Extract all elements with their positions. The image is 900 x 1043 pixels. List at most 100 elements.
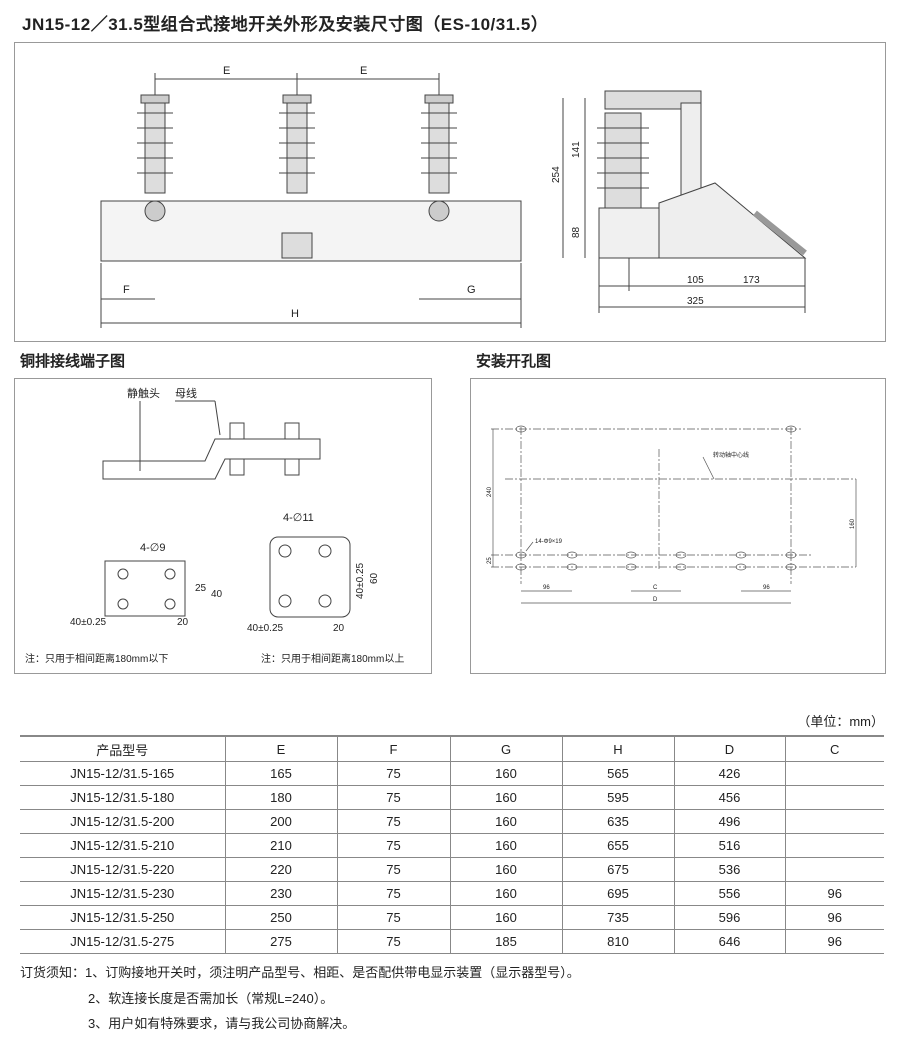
table-cell: JN15-12/31.5-220 [20,857,226,882]
table-cell: 180 [225,785,338,810]
table-cell: 536 [674,857,786,882]
left-dim-25: 25 [195,583,207,594]
dim-f: F [123,284,130,296]
left-dim-20: 20 [177,617,189,628]
table-cell: 735 [562,905,675,930]
table-cell: 75 [337,785,451,810]
table-cell: 496 [674,809,786,834]
table-cell: 595 [562,785,675,810]
table-cell: 565 [562,761,675,786]
table-cell: 695 [562,881,675,906]
table-cell: 160 [450,905,563,930]
header-c: C [785,735,884,762]
dim-173: 173 [743,275,760,286]
right-dim-20: 20 [333,623,345,634]
table-cell: 675 [562,857,675,882]
table-cell: 75 [337,929,451,954]
table-cell: 250 [225,905,338,930]
table-cell: JN15-12/31.5-250 [20,905,226,930]
left-dim-40: 40 [211,589,223,600]
right-dim-40-025-v: 40±0.25 [355,562,366,599]
outline-drawing-panel: E E F G H 141 254 88 105 173 325 [14,42,886,342]
terminal-heading: 铜排接线端子图 [20,353,126,370]
dim-240: 240 [487,486,493,497]
table-cell: 456 [674,785,786,810]
header-f: F [337,735,451,762]
table-cell: 75 [337,833,451,858]
order-note-1: 订货须知：1、订购接地开关时，须注明产品型号、相距、是否配供带电显示装置（显示器… [20,965,580,980]
table-cell: JN15-12/31.5-275 [20,929,226,954]
page-title: JN15-12／31.5型组合式接地开关外形及安装尺寸图（ES-10/31.5） [22,15,549,34]
table-cell: 275 [225,929,338,954]
dim-c: C [653,585,658,591]
table-cell: 75 [337,881,451,906]
dim-141: 141 [571,141,582,158]
table-cell: 185 [450,929,563,954]
table-cell: 96 [785,929,884,954]
dim-254: 254 [551,166,562,183]
table-cell: 160 [450,833,563,858]
table-cell: 596 [674,905,786,930]
table-cell: 75 [337,809,451,834]
left-holes-label: 4-∅9 [140,542,165,554]
table-cell: JN15-12/31.5-210 [20,833,226,858]
outline-drawing: E E F G H 141 254 88 105 173 325 [100,65,807,328]
table-cell: 516 [674,833,786,858]
left-dim-40-025: 40±0.25 [70,617,107,628]
table-cell: JN15-12/31.5-200 [20,809,226,834]
table-cell: JN15-12/31.5-230 [20,881,226,906]
unit-label: （单位：mm） [797,714,884,729]
table-cell: 160 [450,881,563,906]
table-cell: 160 [450,785,563,810]
table-cell [785,785,884,810]
label-busbar: 母线 [175,386,197,400]
dim-160: 160 [850,518,856,529]
header-g: G [450,735,563,762]
table-cell: 230 [225,881,338,906]
table-cell: JN15-12/31.5-165 [20,761,226,786]
insulators [137,94,457,259]
mounting-holes [515,425,797,571]
dim-325: 325 [687,296,704,307]
table-cell: 96 [785,881,884,906]
holes-label: 14-Φ9×19 [535,539,563,545]
dim-d: D [653,597,658,603]
header-model: 产品型号 [20,735,226,762]
table-cell: 165 [225,761,338,786]
table-cell: 160 [450,809,563,834]
table-cell: 75 [337,857,451,882]
terminal-drawing: 静触头 母线 4-∅9 25 40 40±0.25 20 注：只用于相间距离18… [25,386,404,665]
label-static-contact: 静触头 [127,386,160,400]
dim-h: H [291,308,299,320]
right-holes-label: 4-∅11 [283,512,314,524]
right-dim-40-025: 40±0.25 [247,623,284,634]
dim-g: G [467,284,476,296]
order-note-3: 3、用户如有特殊要求，请与我公司协商解决。 [88,1016,356,1031]
table-cell [785,809,884,834]
table-cell: 220 [225,857,338,882]
table-cell: 200 [225,809,338,834]
axis-centerline-label: 转动轴中心线 [713,451,749,459]
dim-105: 105 [687,275,704,286]
dim-25: 25 [487,557,493,564]
mounting-drawing: 转动轴中心线 14-Φ9×19 240 25 160 96 C 96 D [487,425,857,604]
table-cell [785,761,884,786]
dim-88: 88 [571,226,582,238]
table-cell: 646 [674,929,786,954]
header-d: D [674,735,786,762]
table-cell: 556 [674,881,786,906]
right-dim-60: 60 [369,572,380,584]
table-cell: 160 [450,857,563,882]
table-cell: JN15-12/31.5-180 [20,785,226,810]
table-cell: 635 [562,809,675,834]
header-e: E [225,735,338,762]
table-cell: 655 [562,833,675,858]
